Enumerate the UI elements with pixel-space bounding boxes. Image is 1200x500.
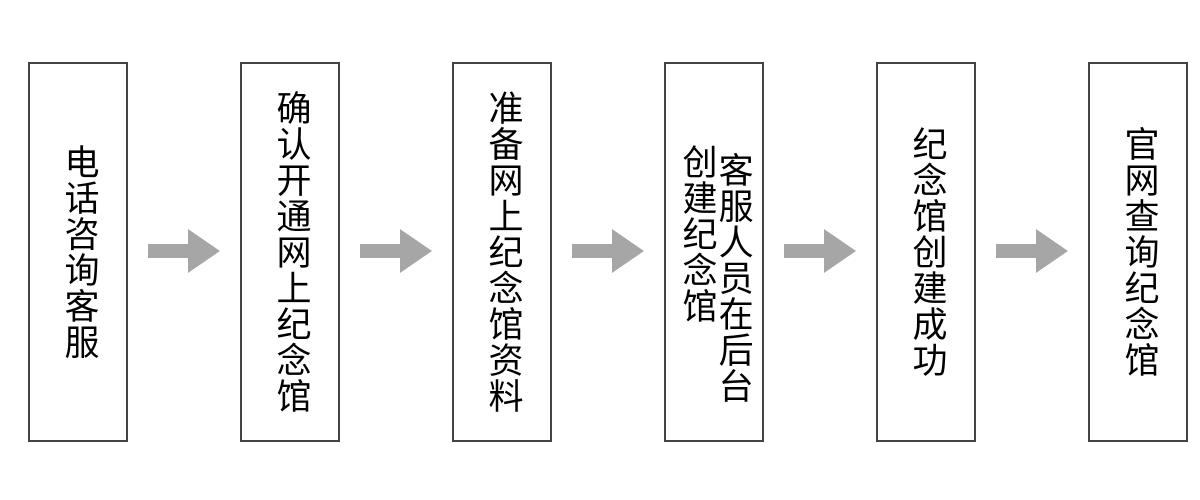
flow-step-2[interactable]: 确认开通网上纪念馆: [240, 62, 340, 442]
flow-step-2-label: 确认开通网上纪念馆: [270, 90, 311, 414]
flow-connector-3: [552, 0, 664, 500]
flow-step-6[interactable]: 官网查询纪念馆: [1088, 62, 1188, 442]
flow-step-3[interactable]: 准备网上纪念馆资料: [452, 62, 552, 442]
flow-connector-1: [128, 0, 240, 500]
right-arrow-icon: [360, 229, 432, 273]
right-arrow-icon: [572, 229, 644, 273]
flow-step-4-label-col-2: 创建纪念馆: [676, 144, 717, 324]
flow-step-1[interactable]: 电话咨询客服: [28, 62, 128, 442]
right-arrow-icon: [148, 229, 220, 273]
right-arrow-icon: [996, 229, 1068, 273]
flow-connector-5: [976, 0, 1088, 500]
flow-step-5-label: 纪念馆创建成功: [906, 126, 947, 378]
flow-connector-2: [340, 0, 452, 500]
right-arrow-icon: [784, 229, 856, 273]
flow-step-3-label: 准备网上纪念馆资料: [482, 90, 523, 414]
left-margin-spacer: [0, 0, 28, 1]
flow-step-4[interactable]: 客服人员在后台 创建纪念馆: [664, 62, 764, 442]
flow-connector-4: [764, 0, 876, 500]
flow-step-1-label: 电话咨询客服: [58, 144, 99, 360]
flow-step-5[interactable]: 纪念馆创建成功: [876, 62, 976, 442]
flow-step-6-label: 官网查询纪念馆: [1118, 126, 1159, 378]
flow-step-4-label-col-1: 客服人员在后台: [712, 152, 753, 404]
